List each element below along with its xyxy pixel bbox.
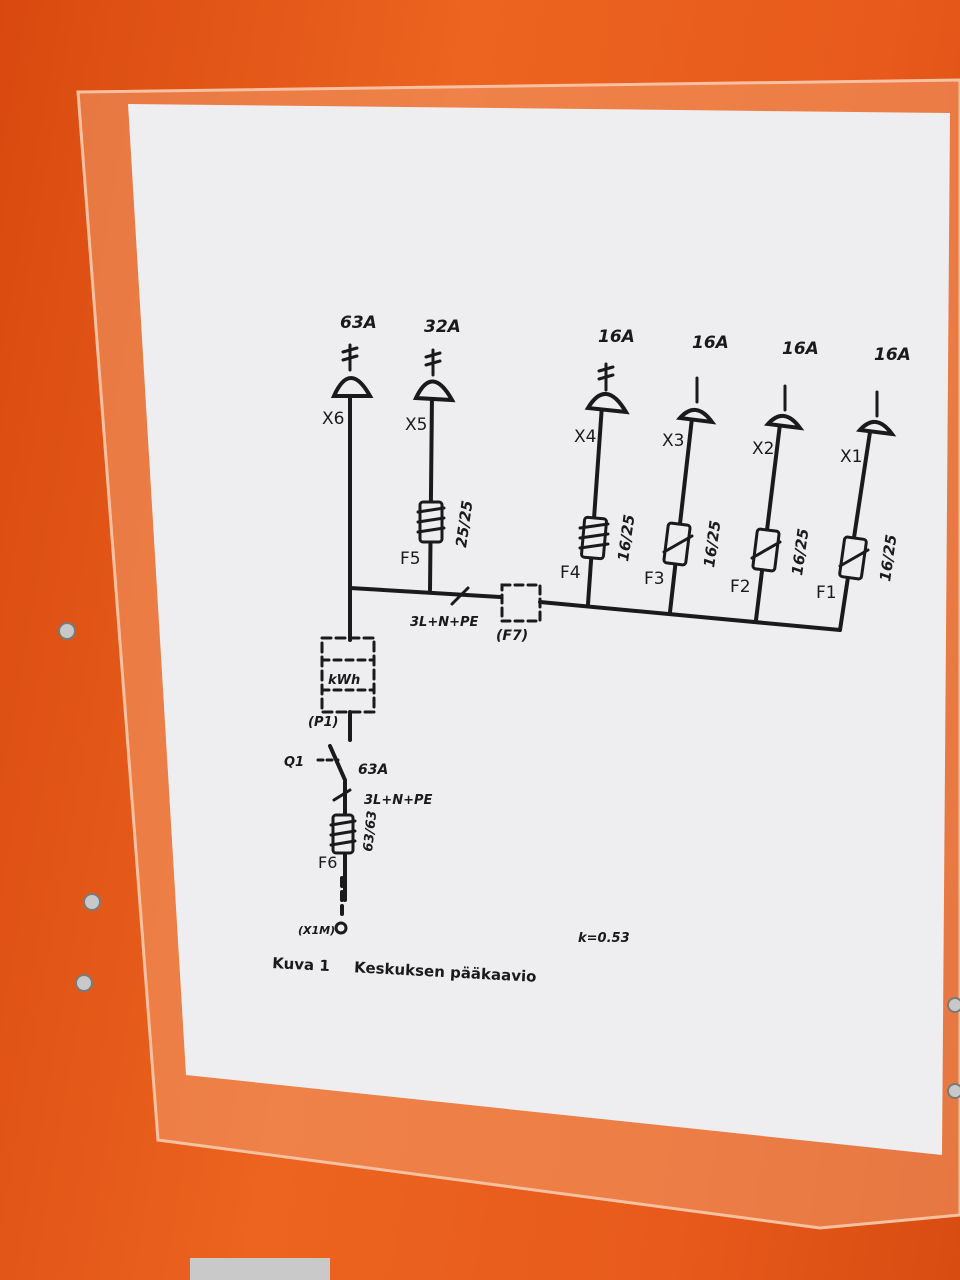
inlet-terminal-icon xyxy=(334,921,348,935)
socket-x1-rating: 16A xyxy=(874,345,911,365)
x1-line xyxy=(838,430,872,632)
rivet-icon xyxy=(947,1083,960,1099)
socket-x6-icon xyxy=(330,376,374,398)
circuit-lines xyxy=(316,343,897,935)
socket-x5-id: X5 xyxy=(405,415,427,435)
q1-rating: 63A xyxy=(358,762,388,778)
socket-x2-rating: 16A xyxy=(782,339,819,359)
fuse-f2-slash-icon xyxy=(750,540,782,560)
socket-x4-pins-icon xyxy=(597,362,615,392)
supply-label: 3L+N+PE xyxy=(364,793,433,808)
rivet-icon xyxy=(83,893,101,911)
socket-x3-icon xyxy=(675,408,717,425)
fuse-f6-coil-icon xyxy=(329,819,357,847)
socket-x4-id: X4 xyxy=(574,427,596,447)
busbar-right xyxy=(538,600,842,632)
x5-line xyxy=(428,393,434,592)
supply-slash xyxy=(332,788,352,802)
rivets xyxy=(58,622,960,1099)
busbar-slash xyxy=(450,586,470,606)
socket-x4-rating: 16A xyxy=(598,327,635,347)
fuse-f3-id: F3 xyxy=(644,569,665,589)
busbar-label: 3L+N+PE xyxy=(410,615,479,630)
fuse-f5-id: F5 xyxy=(400,549,421,569)
q1-id: Q1 xyxy=(284,755,304,770)
f6-id: F6 xyxy=(318,853,337,872)
rivet-icon xyxy=(58,622,76,640)
optional-fuse-label: (F7) xyxy=(496,628,528,644)
socket-x5-pins-icon xyxy=(424,348,442,377)
socket-x4-icon xyxy=(584,392,630,415)
bottom-latch xyxy=(190,1258,330,1280)
meter-label: kWh xyxy=(328,673,360,688)
x2-line xyxy=(754,422,782,622)
socket-x5-icon xyxy=(412,379,456,403)
f7-dashed-box xyxy=(500,583,542,623)
socket-x6-id: X6 xyxy=(322,409,344,429)
busbar-left xyxy=(348,586,502,599)
socket-labels: 63A 32A 16A 16A 16A 16A X6 X5 X4 X3 X2 X… xyxy=(322,313,911,467)
socket-x2-icon xyxy=(763,414,805,431)
x3-line xyxy=(668,416,694,614)
socket-x5-rating: 32A xyxy=(424,317,461,337)
paper-sheet xyxy=(128,104,950,1155)
fuse-f2-id: F2 xyxy=(730,577,751,597)
fuse-f1-id: F1 xyxy=(816,583,837,603)
fuse-f4-coil-icon xyxy=(578,522,610,550)
meter-dashed-box xyxy=(320,636,376,714)
f6-rating: 63/63 xyxy=(361,810,380,852)
fuse-f5-coil-icon xyxy=(416,506,446,534)
meter-inner-dashes xyxy=(320,658,376,692)
socket-x6-pins-icon xyxy=(341,343,359,372)
fuse-f4-id: F4 xyxy=(560,563,581,583)
socket-x1-id: X1 xyxy=(840,447,862,467)
inlet-label: (X1M) xyxy=(298,924,335,937)
q1-switch-blade xyxy=(328,744,347,782)
fuse-f1-slash-icon xyxy=(838,548,870,568)
socket-x2-id: X2 xyxy=(752,439,774,459)
factor-label: k=0.53 xyxy=(578,931,630,946)
meter-id: (P1) xyxy=(308,715,338,730)
rivet-icon xyxy=(947,997,960,1013)
x4-line xyxy=(586,403,604,606)
caption-number: Kuva 1 xyxy=(272,954,330,975)
socket-x1-icon xyxy=(855,420,897,437)
fuse-f3-slash-icon xyxy=(662,534,694,554)
rivet-icon xyxy=(75,974,93,992)
socket-x3-id: X3 xyxy=(662,431,684,451)
socket-x3-rating: 16A xyxy=(692,333,729,353)
socket-x6-rating: 63A xyxy=(340,313,377,333)
